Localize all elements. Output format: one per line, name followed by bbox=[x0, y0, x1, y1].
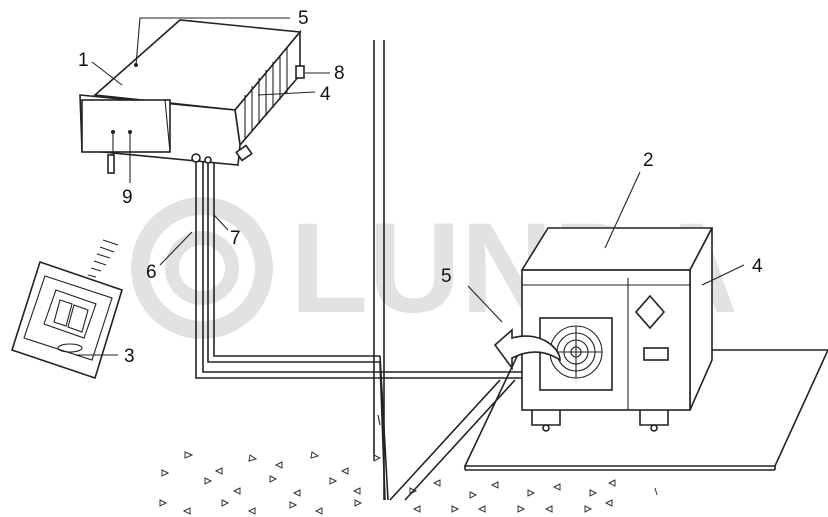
airflow-arrow-icon bbox=[493, 328, 561, 371]
callout-1: 1 bbox=[78, 50, 89, 71]
callout-labels: 1 5 8 4 9 7 6 3 2 4 5 bbox=[78, 8, 763, 367]
callout-3: 3 bbox=[124, 346, 135, 367]
remote-signal-icon bbox=[87, 239, 119, 278]
outdoor-unit bbox=[493, 227, 714, 432]
ground-gravel bbox=[159, 451, 658, 515]
remote-control bbox=[10, 239, 123, 380]
callout-4-outdoor: 4 bbox=[752, 256, 763, 277]
callout-5-top: 5 bbox=[298, 8, 309, 29]
callout-7: 7 bbox=[230, 228, 241, 249]
diamond-logo-icon bbox=[634, 294, 666, 330]
callout-8: 8 bbox=[334, 63, 345, 84]
refrigerant-pipes bbox=[195, 158, 530, 501]
indoor-vent-grille bbox=[244, 48, 288, 140]
indoor-unit bbox=[79, 19, 305, 183]
callout-2: 2 bbox=[643, 150, 654, 171]
callout-5-outdoor: 5 bbox=[441, 266, 452, 287]
drain-channel bbox=[389, 379, 516, 501]
callout-9: 9 bbox=[122, 187, 133, 208]
callout-6: 6 bbox=[146, 262, 157, 283]
callout-4-indoor: 4 bbox=[320, 84, 331, 105]
leader-lines bbox=[75, 17, 745, 356]
